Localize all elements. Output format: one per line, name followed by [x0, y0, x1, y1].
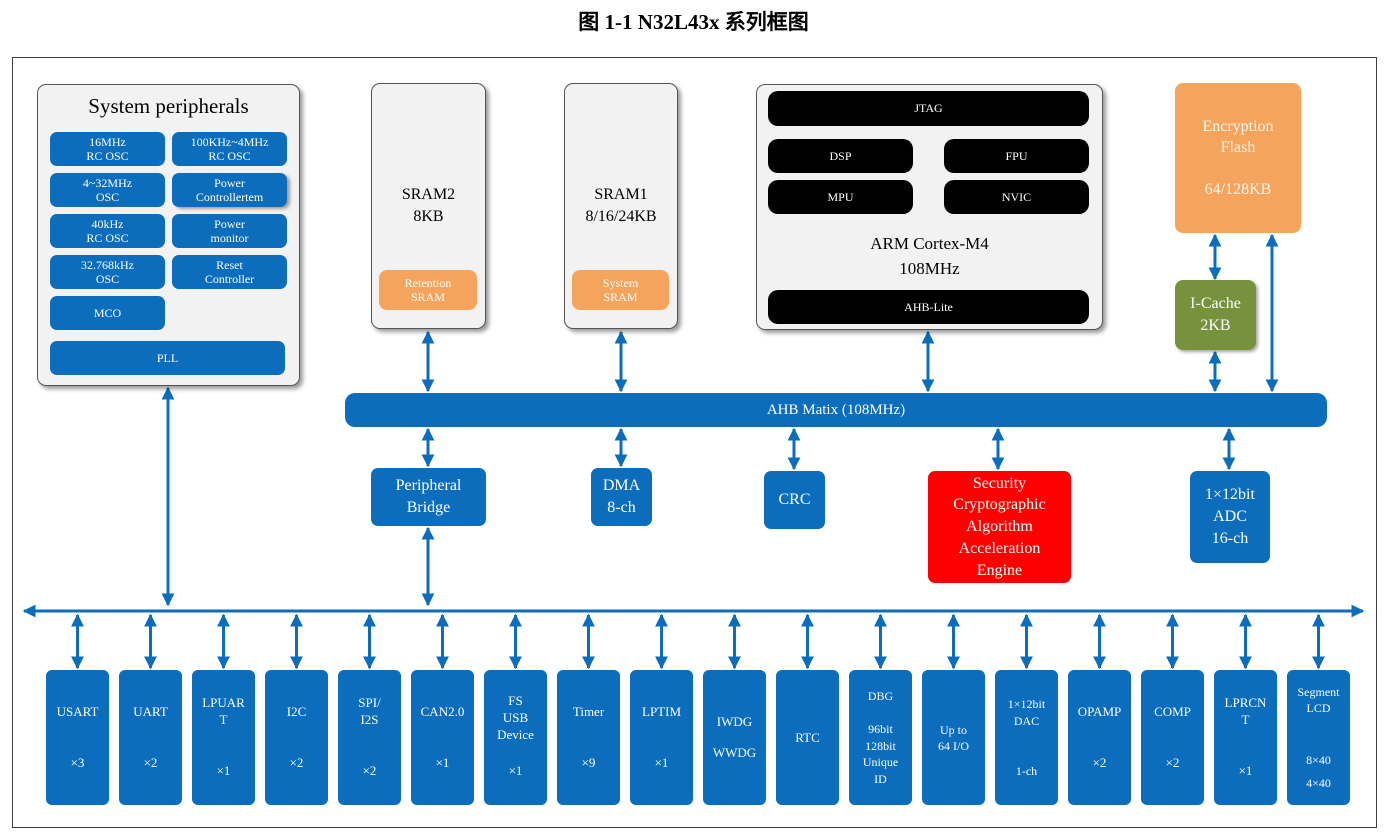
- ahb-matrix: AHB Matix (108MHz): [345, 393, 1327, 427]
- peripheral-label: COMP: [1154, 703, 1191, 719]
- peripheral-usart: USART ×3: [46, 670, 109, 805]
- peripheral-watchdogs: IWDG WWDG: [703, 670, 766, 805]
- peripheral-count: ×1: [508, 763, 523, 778]
- peripheral-label: Timer: [572, 703, 605, 719]
- ahb-lite: AHB-Lite: [768, 290, 1089, 324]
- peripheral-count: ×1: [654, 755, 669, 770]
- peripheral-label: DBG 96bit 128bit Unique ID: [862, 689, 899, 786]
- peripheral-label: FS USB Device: [497, 692, 534, 742]
- peripheral-can: CAN2.0 ×1: [411, 670, 474, 805]
- peripheral-io: Up to 64 I/O: [922, 670, 985, 805]
- peripheral-count: ×2: [289, 755, 304, 770]
- system-sram: System SRAM: [572, 270, 669, 310]
- peripheral-label: CAN2.0: [420, 703, 465, 719]
- peripheral-label: 1×12bit DAC: [1007, 697, 1046, 728]
- security-engine: Security Cryptographic Algorithm Acceler…: [928, 471, 1071, 583]
- peripheral-count: 1-ch: [1015, 764, 1038, 778]
- peripheral-label: Segment LCD: [1297, 685, 1340, 715]
- mco: MCO: [50, 296, 165, 330]
- peripheral-comp: COMP ×2: [1141, 670, 1204, 805]
- peripheral-dac: 1×12bit DAC 1-ch: [995, 670, 1058, 805]
- peripheral-spi-i2s: SPI/ I2S ×2: [338, 670, 401, 805]
- peripheral-count: ×2: [1165, 755, 1180, 770]
- peripheral-opamp: OPAMP ×2: [1068, 670, 1131, 805]
- peripheral-timer: Timer ×9: [557, 670, 620, 805]
- sram2-label: SRAM2 8KB: [401, 186, 456, 225]
- sram1-label: SRAM1 8/16/24KB: [585, 186, 657, 225]
- peripheral-label: I2C: [286, 703, 307, 719]
- peripheral-label: UART: [133, 703, 168, 719]
- peripheral-count: ×9: [581, 755, 596, 770]
- peripheral-label: OPAMP: [1077, 703, 1122, 719]
- peripheral-i2c: I2C ×2: [265, 670, 328, 805]
- peripheral-label: SPI/ I2S: [358, 695, 381, 727]
- peripheral-bridge: Peripheral Bridge: [371, 468, 486, 526]
- peripheral-label: Up to 64 I/O: [938, 722, 969, 753]
- pll: PLL: [50, 341, 285, 375]
- system-peripherals-title: System peripherals: [88, 94, 249, 118]
- dsp: DSP: [768, 139, 913, 173]
- mpu: MPU: [768, 180, 913, 214]
- power-monitor: Power monitor: [172, 214, 287, 248]
- figure-title: 图 1-1 N32L43x 系列框图: [578, 10, 809, 34]
- peripheral-count: ×1: [216, 763, 231, 778]
- osc-32768khz: 32.768kHz OSC: [50, 255, 165, 289]
- peripheral-label: RTC: [795, 729, 820, 745]
- fpu: FPU: [944, 139, 1089, 173]
- peripheral-count: ×1: [1238, 763, 1253, 778]
- peripheral-usb: FS USB Device ×1: [484, 670, 547, 805]
- peripheral-count: 8×40 4×40: [1306, 753, 1331, 790]
- peripheral-label: LPRCN T: [1224, 695, 1267, 727]
- rc-osc-40khz: 40kHz RC OSC: [50, 214, 165, 248]
- peripheral-count: ×2: [362, 763, 377, 778]
- peripheral-lprcnt: LPRCN T ×1: [1214, 670, 1277, 805]
- peripheral-lptim: LPTIM ×1: [630, 670, 693, 805]
- rc-osc-16mhz: 16MHz RC OSC: [50, 132, 165, 166]
- peripheral-lpuart: LPUAR T ×1: [192, 670, 255, 805]
- peripheral-label: LPUAR T: [202, 695, 245, 727]
- i-cache: I-Cache 2KB: [1175, 280, 1256, 350]
- peripheral-count: ×2: [143, 755, 158, 770]
- peripheral-uart: UART ×2: [119, 670, 182, 805]
- peripheral-label: USART: [56, 703, 99, 719]
- peripheral-count: ×3: [70, 755, 85, 770]
- peripheral-label: LPTIM: [642, 703, 681, 719]
- reset-controller: Reset Controller: [172, 255, 287, 289]
- diagram-frame: [12, 57, 1377, 828]
- adc: 1×12bit ADC 16-ch: [1190, 471, 1270, 563]
- peripheral-count: ×1: [435, 755, 450, 770]
- encryption-flash: Encryption Flash 64/128KB: [1175, 83, 1301, 233]
- peripheral-label: IWDG WWDG: [712, 714, 757, 761]
- dma: DMA 8-ch: [591, 468, 652, 526]
- power-controller: Power Controllertem: [172, 173, 287, 207]
- peripheral-dbg: DBG 96bit 128bit Unique ID: [849, 670, 912, 805]
- peripheral-segment-lcd: Segment LCD 8×40 4×40: [1287, 670, 1350, 805]
- cpu-label: ARM Cortex-M4 108MHz: [870, 234, 989, 278]
- jtag: JTAG: [768, 91, 1089, 126]
- peripheral-count: ×2: [1092, 755, 1107, 770]
- osc-4-32mhz: 4~32MHz OSC: [50, 173, 165, 207]
- nvic: NVIC: [944, 180, 1089, 214]
- retention-sram: Retention SRAM: [379, 270, 477, 310]
- rc-osc-100khz-4mhz: 100KHz~4MHz RC OSC: [172, 132, 287, 166]
- crc: CRC: [764, 471, 825, 529]
- peripheral-rtc: RTC: [776, 670, 839, 805]
